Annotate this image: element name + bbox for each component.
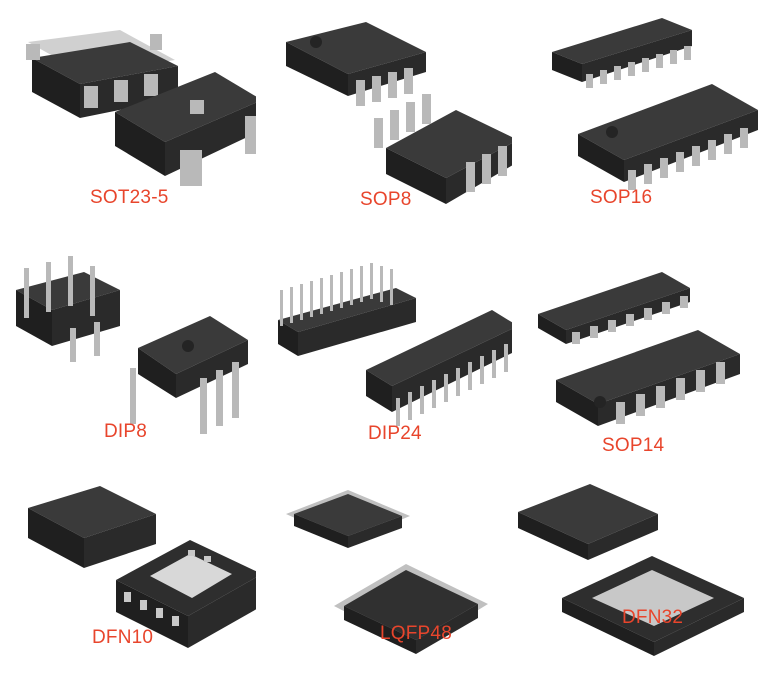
dip24-chip-image [278,263,512,426]
package-cell-sop8: SOP8 [256,0,512,228]
package-label: DFN10 [92,627,154,648]
dip8-chip-image [16,256,248,434]
package-cell-sot23-5: SOT23-5 [0,0,256,228]
sop14-chip-image [538,272,740,426]
package-cell-sop14: SOP14 [512,228,768,456]
dfn32-chip-image [518,484,744,656]
package-label: DIP24 [368,423,422,444]
package-cell-dip24: DIP24 [256,228,512,456]
package-cell-dfn32: DFN32 [512,456,768,684]
package-label: DIP8 [104,421,148,442]
package-label: SOP14 [602,435,665,456]
sop8-chip-image [286,22,512,204]
package-label: DFN32 [622,607,684,628]
sop16-chip-image [552,18,758,190]
package-cell-lqfp48: LQFP48 [256,456,512,684]
package-cell-dfn10: DFN10 [0,456,256,684]
dfn10-chip-image [28,486,256,648]
package-label: SOP16 [590,187,653,208]
package-label: SOT23-5 [90,187,169,208]
package-label: LQFP48 [380,623,452,644]
sot23-5-chip-image [26,30,256,186]
lqfp48-chip-image [286,490,488,654]
package-cell-dip8: DIP8 [0,228,256,456]
package-cell-sop16: SOP16 [512,0,768,228]
package-label: SOP8 [360,189,412,210]
